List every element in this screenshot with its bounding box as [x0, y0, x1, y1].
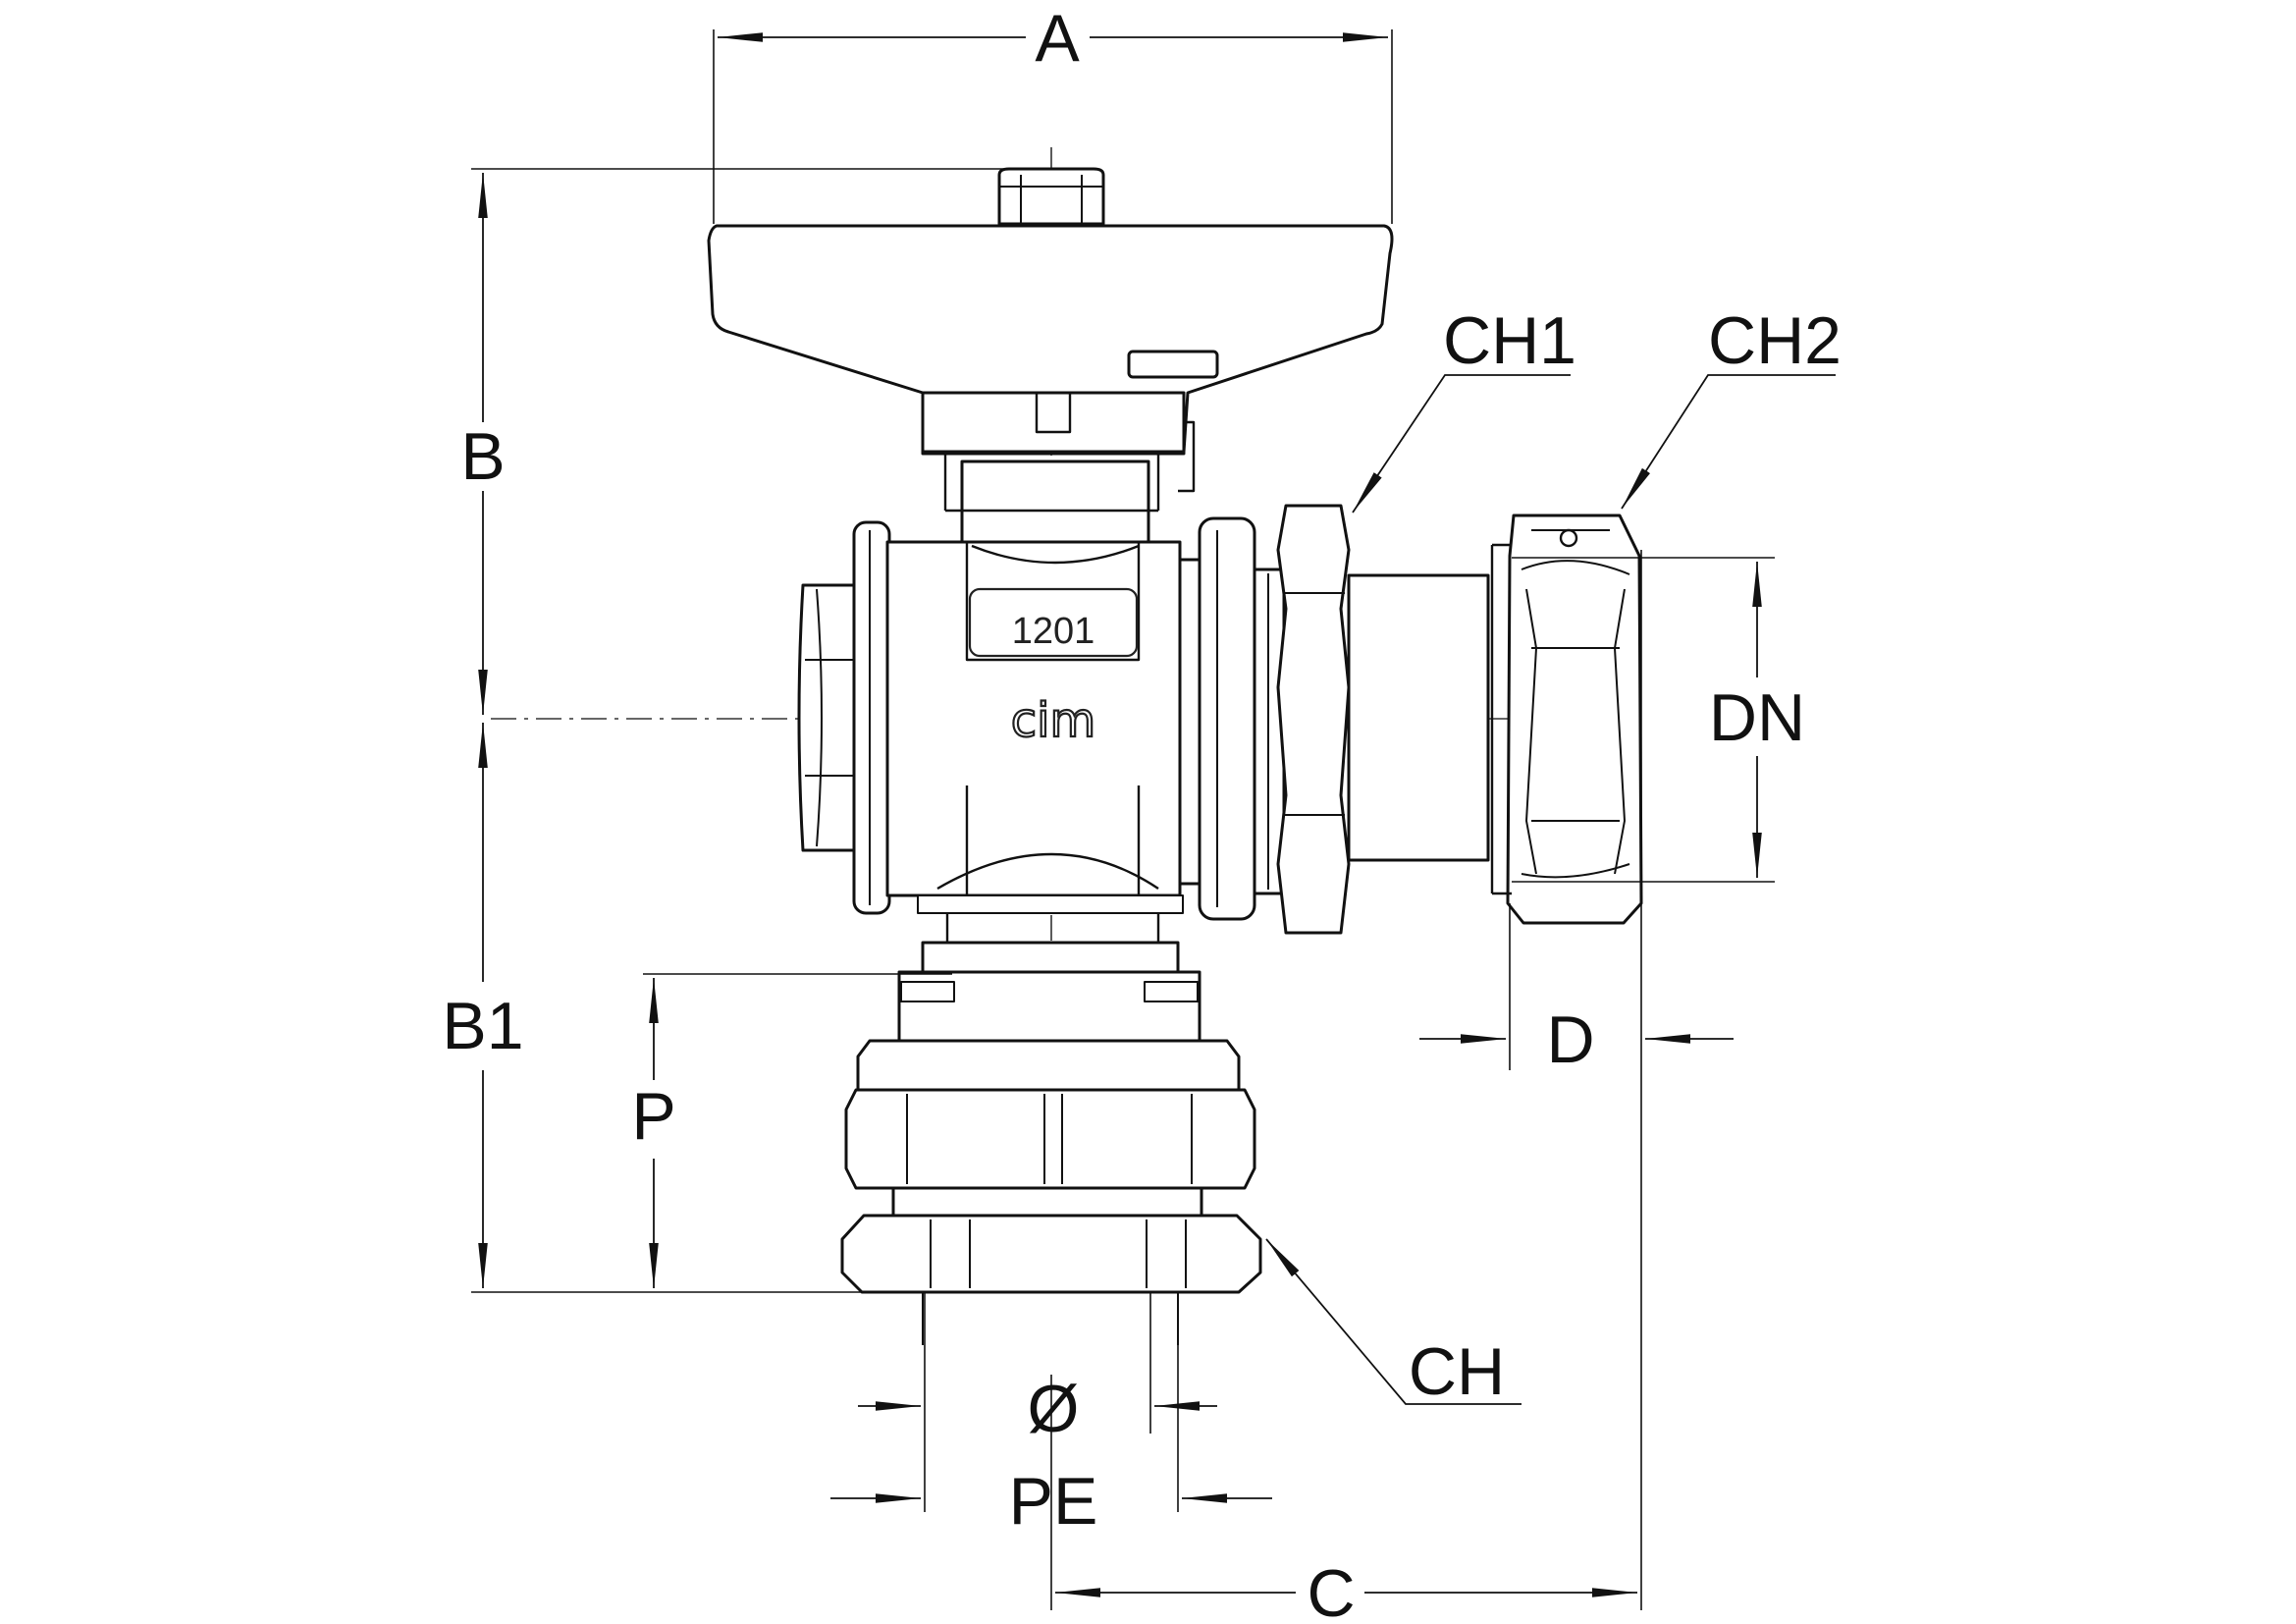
pipe-stub — [1347, 573, 1490, 862]
leader-ch1 — [1352, 374, 1571, 514]
model-number: 1201 — [1012, 611, 1095, 652]
body-markings: 1201 cim — [968, 587, 1139, 749]
label-ch1: CH1 — [1443, 303, 1576, 378]
leader-ch2 — [1621, 374, 1836, 510]
ch2-hex-nut — [1506, 514, 1643, 925]
left-flange — [852, 520, 891, 915]
label-p: P — [631, 1079, 675, 1154]
left-hex-plug — [797, 583, 858, 852]
lower-body — [897, 970, 1201, 1043]
label-pe: PE — [1009, 1464, 1098, 1539]
label-ch: CH — [1409, 1334, 1505, 1409]
model-plate — [968, 587, 1139, 658]
label-a: A — [1035, 1, 1080, 76]
leader-ch — [1265, 1238, 1522, 1405]
label-d: D — [1546, 1002, 1594, 1077]
label-diameter: Ø — [1028, 1372, 1080, 1446]
dimension-lines — [478, 32, 1762, 1597]
leader-lines — [1265, 374, 1836, 1405]
handle-top-nut — [997, 167, 1105, 226]
right-collar — [1178, 558, 1201, 886]
label-ch2: CH2 — [1708, 303, 1842, 378]
right-union — [1276, 504, 1643, 935]
ch-hex-nut — [840, 1214, 1262, 1294]
label-b: B — [460, 419, 505, 494]
butterfly-handle — [707, 167, 1394, 513]
upper-hex-nut — [844, 1088, 1256, 1190]
brand-logo: cim — [1011, 693, 1095, 748]
lower-fitting — [840, 941, 1262, 1345]
label-b1: B1 — [442, 989, 523, 1063]
label-dn: DN — [1709, 680, 1805, 755]
dimension-labels: A B B1 P CH1 CH2 DN D CH Ø PE C — [442, 1, 1842, 1624]
handle-wings — [707, 224, 1394, 454]
extension-lines — [471, 29, 1775, 1610]
ch1-hex-nut — [1276, 504, 1351, 935]
label-c: C — [1307, 1556, 1355, 1624]
